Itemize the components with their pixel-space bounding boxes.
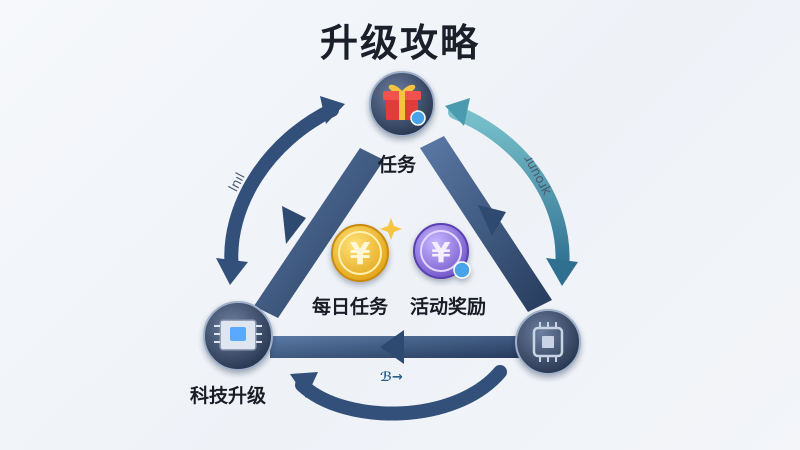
cpu-node[interactable] (515, 309, 581, 375)
outer-arrow-right-head (546, 258, 578, 286)
outer-arrow-right-tail-head (445, 98, 470, 126)
badge-dot (453, 261, 471, 279)
bottom-annotation: ℬ→ (380, 370, 403, 385)
gold-coin-icon[interactable]: ¥ (331, 224, 389, 282)
tech-upgrade-label: 科技升级 (190, 385, 267, 407)
outer-arrow-bottom-head (290, 372, 318, 398)
outer-arrow-bottom (295, 365, 507, 421)
triangle-bottom-edge (270, 330, 524, 364)
cpu-chip-icon (532, 322, 564, 362)
outer-arrow-left-head (216, 258, 248, 285)
purple-coin-icon[interactable]: ¥ (413, 223, 471, 279)
task-node[interactable] (369, 71, 435, 137)
triangle-right-edge (420, 136, 552, 312)
event-reward-label: 活动奖励 (410, 296, 487, 318)
arrowhead-up-left (282, 206, 306, 244)
tech-node[interactable] (203, 301, 273, 371)
outer-arrow-right (448, 105, 570, 277)
daily-task-label: 每日任务 (312, 296, 389, 318)
badge-dot (410, 110, 426, 126)
gift-icon (383, 84, 421, 120)
outer-arrow-left-tail-head (320, 96, 345, 124)
arrowhead-left (380, 330, 404, 364)
triangle-left-edge (254, 148, 384, 318)
sparkle-icon (380, 218, 402, 240)
arrowhead-down-right (478, 205, 506, 236)
page-title: 升级攻略 (319, 21, 480, 65)
purple-coin-symbol: ¥ (431, 236, 451, 269)
task-label: 任务 (378, 154, 417, 176)
circuit-board-icon (214, 319, 262, 351)
outer-arrow-left (224, 103, 339, 277)
gold-coin-symbol: ¥ (350, 237, 371, 272)
